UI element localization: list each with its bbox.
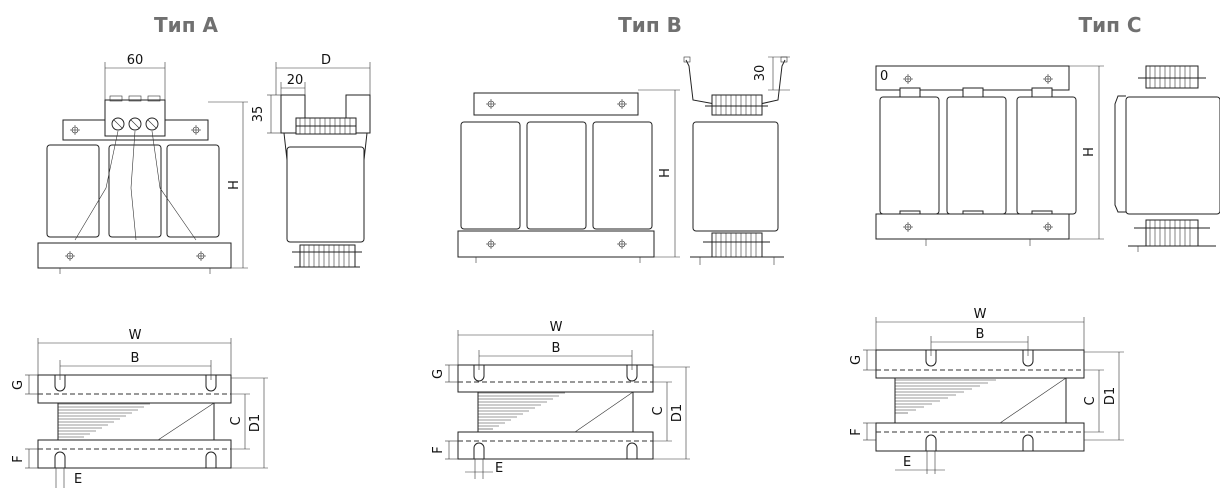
type-b-side-view: 30 bbox=[683, 56, 790, 265]
dim-label-d: D bbox=[321, 53, 331, 68]
title-type-a: Тип A bbox=[154, 13, 218, 37]
dim-label-d1: D1 bbox=[248, 414, 263, 432]
type-b-front-view: H bbox=[457, 89, 680, 263]
dim-label-f: F bbox=[431, 446, 446, 453]
dim-label-60: 60 bbox=[127, 53, 144, 68]
dim-label-20: 20 bbox=[287, 73, 304, 88]
type-b-mounting-view: W B G F C D1 E bbox=[431, 320, 690, 479]
dim-label-c: C bbox=[1083, 396, 1098, 405]
dim-label-b: B bbox=[131, 351, 140, 366]
dim-label-w: W bbox=[974, 307, 987, 322]
dim-label-c: C bbox=[651, 406, 666, 415]
title-type-b: Тип B bbox=[618, 13, 682, 37]
type-a-front-view: 60 H bbox=[37, 53, 248, 274]
dim-label-b: B bbox=[976, 327, 985, 342]
dim-label-d1: D1 bbox=[670, 404, 685, 422]
dim-label-f: F bbox=[849, 428, 864, 435]
dim-label-b: B bbox=[552, 341, 561, 356]
dim-label-h: H bbox=[658, 168, 673, 178]
dim-label-w: W bbox=[550, 320, 563, 335]
dim-label-f: F bbox=[11, 455, 26, 462]
dim-label-c: C bbox=[229, 416, 244, 425]
terminal-screw-icon bbox=[111, 117, 125, 131]
type-a-side-view: D 20 35 bbox=[251, 53, 371, 268]
dim-label-d1: D1 bbox=[1103, 387, 1118, 405]
dim-label-g: G bbox=[431, 369, 446, 379]
type-c-front-view: 0 H bbox=[875, 65, 1104, 246]
dim-label-g: G bbox=[849, 355, 864, 365]
type-a-mounting-view: W B G F C D1 E bbox=[11, 328, 268, 488]
terminal-screw-icon bbox=[145, 117, 159, 131]
dim-label-e: E bbox=[74, 472, 82, 487]
dim-label-h: H bbox=[1082, 147, 1097, 157]
dim-label-e: E bbox=[495, 461, 503, 476]
dim-label-30: 30 bbox=[753, 65, 768, 82]
dim-label-e: E bbox=[903, 455, 911, 470]
type-c-mounting-view: W B G F C D1 E bbox=[849, 307, 1124, 474]
dim-label-w: W bbox=[129, 328, 142, 343]
dim-label-35: 35 bbox=[251, 106, 266, 123]
dim-label-h: H bbox=[227, 180, 242, 190]
terminal-screw-icon bbox=[128, 117, 142, 131]
dim-label-0: 0 bbox=[880, 69, 888, 84]
dim-label-g: G bbox=[11, 380, 26, 390]
type-c-side-view bbox=[1114, 65, 1220, 252]
title-type-c: Тип C bbox=[1078, 13, 1141, 37]
